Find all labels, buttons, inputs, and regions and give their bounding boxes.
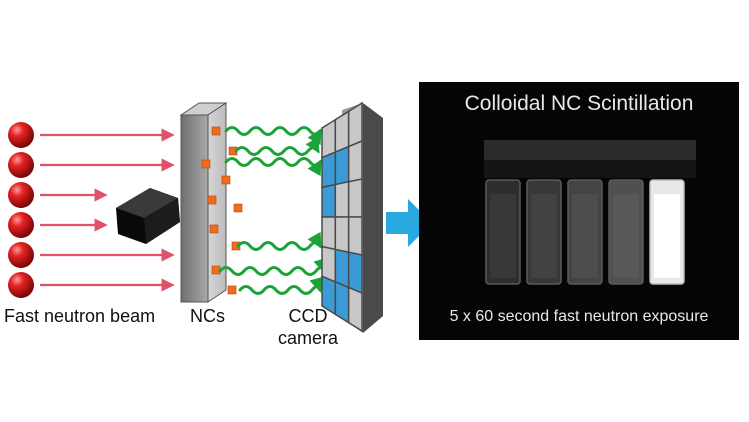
beam-arrows: [40, 128, 175, 292]
vial-glow: [531, 194, 557, 278]
nc-cube-icon: [211, 265, 221, 275]
beam-label: Fast neutron beam: [4, 306, 156, 326]
vial-glow: [490, 194, 516, 278]
photo-caption: 5 x 60 second fast neutron exposure: [449, 308, 709, 325]
emission-icon: [234, 136, 320, 156]
vial-glow: [613, 194, 639, 278]
ccd-pixel: [334, 109, 350, 154]
emission-icon: [238, 276, 324, 295]
nc-cube-icon: [211, 126, 221, 136]
nc-cube-icon: [221, 175, 231, 185]
ccd-pixel: [321, 216, 337, 251]
neutron-icon: [8, 272, 34, 298]
ccd-pixel-lit: [321, 150, 337, 189]
ccd-pixel: [347, 286, 363, 333]
nc-cube-icon: [227, 285, 237, 295]
photo-title: Colloidal NC Scintillation: [464, 92, 694, 115]
shield-icon: [116, 188, 180, 244]
vial: [567, 179, 603, 285]
ccd-pixel: [334, 180, 350, 218]
nc-cube-icon: [209, 224, 219, 234]
neutron-icon: [8, 182, 34, 208]
ccd-pixel-lit: [334, 248, 350, 289]
ccd-pixel-lit: [321, 183, 337, 218]
big-arrow-icon: [386, 199, 432, 247]
camera-label: camera: [277, 328, 339, 348]
vial-glow: [654, 194, 680, 278]
neutron-beam: [8, 122, 34, 298]
emission-icon: [224, 157, 322, 177]
emission-icon: [218, 257, 328, 276]
ccd-pixel: [347, 101, 363, 148]
vial-glow: [572, 194, 598, 278]
neutron-icon: [8, 122, 34, 148]
emission-icon: [236, 231, 322, 251]
ccd-camera: [321, 101, 383, 333]
nc-cube-icon: [207, 195, 217, 205]
neutron-icon: [8, 212, 34, 238]
ccd-pixel: [347, 216, 363, 256]
nc-cube-icon: [201, 159, 211, 169]
neutron-icon: [8, 152, 34, 178]
ccd-pixel: [347, 178, 363, 218]
vial: [485, 179, 521, 285]
ccd-pixel-lit: [334, 145, 350, 186]
nc-cube-icon: [233, 203, 243, 213]
ccd-pixel: [334, 216, 350, 254]
emission-arrows: [218, 126, 328, 295]
nc-slab: [179, 102, 243, 303]
vial: [608, 179, 644, 285]
scintillation-photo: [419, 82, 739, 340]
emission-icon: [224, 126, 322, 146]
neutron-icon: [8, 242, 34, 268]
ccd-pixel-lit: [347, 251, 363, 295]
vial: [526, 179, 562, 285]
ccd-pixel: [347, 139, 363, 183]
ccd-label: CCD: [288, 306, 328, 326]
ccd-pixel: [321, 118, 337, 159]
ncs-label: NCs: [190, 306, 225, 326]
